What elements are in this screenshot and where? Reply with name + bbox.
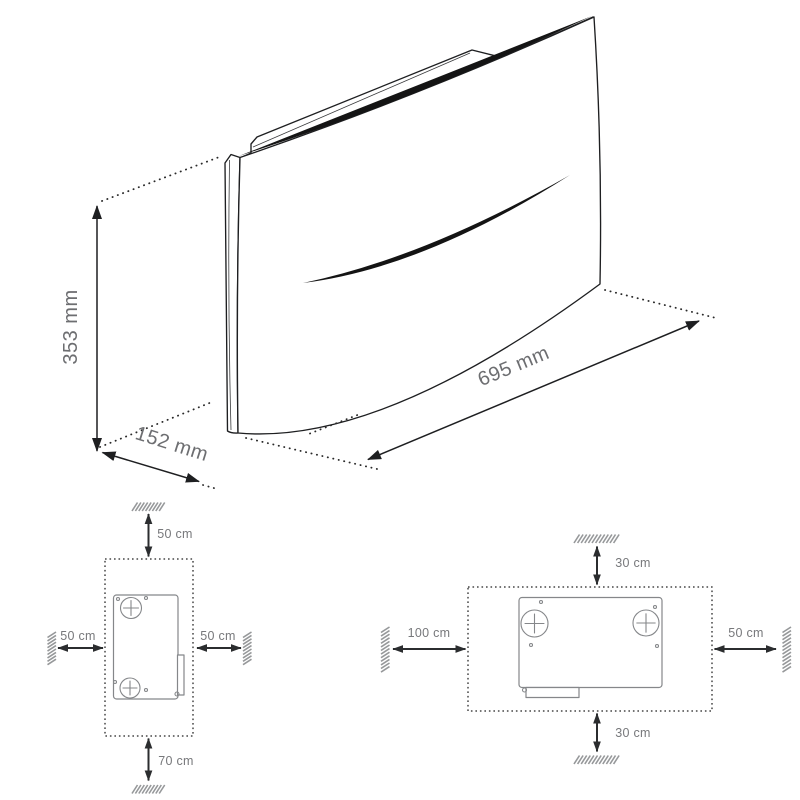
screw-hole bbox=[528, 642, 534, 648]
construction-line-depth-floor bbox=[245, 437, 378, 470]
clearance-boundary bbox=[467, 586, 713, 712]
wall-hatch-bottom bbox=[131, 784, 166, 794]
screw-hole bbox=[143, 687, 149, 693]
bracket-tab bbox=[525, 686, 580, 699]
depth-dimension-arrow bbox=[101, 451, 200, 483]
device-outline bbox=[112, 594, 179, 700]
construction-line-bottom-left bbox=[99, 401, 213, 448]
clearance-label-top: 30 cm bbox=[615, 556, 651, 570]
clearance-right: 50 cm bbox=[713, 626, 792, 673]
device-back-view-landscape bbox=[518, 596, 663, 699]
clearance-label-bottom: 30 cm bbox=[615, 726, 651, 740]
wall-hatch-left bbox=[47, 631, 57, 666]
clearance-label-left: 50 cm bbox=[60, 629, 96, 643]
depth-dimension: 152 mm bbox=[101, 422, 211, 483]
screw-hole bbox=[538, 599, 544, 605]
construction-line-floor-edge bbox=[309, 413, 361, 435]
clearance-left: 50 cm bbox=[47, 629, 104, 666]
clearance-diagram-portrait: 50 cm 50 cm 50 cm 70 cm bbox=[47, 502, 252, 794]
clearance-bottom: 30 cm bbox=[573, 712, 651, 765]
wall-hatch-right bbox=[782, 626, 792, 673]
mounting-keyhole-top bbox=[119, 596, 143, 620]
height-dimension-label: 353 mm bbox=[60, 289, 82, 364]
wall-hatch-top bbox=[131, 502, 166, 512]
device-back-view-portrait bbox=[112, 594, 185, 700]
wall-hatch-right bbox=[242, 631, 252, 666]
clearance-right: 50 cm bbox=[196, 629, 252, 666]
side-panel-inner-line bbox=[228, 159, 232, 431]
construction-line-top-left bbox=[101, 155, 223, 202]
screw-hole bbox=[652, 604, 658, 610]
construction-line-depth-ext bbox=[202, 484, 220, 491]
wall-hatch-left bbox=[380, 626, 390, 673]
screw-hole bbox=[112, 679, 118, 685]
depth-dimension-label: 152 mm bbox=[133, 422, 211, 466]
bracket-screw bbox=[521, 687, 528, 693]
isometric-product-view: 353 mm 152 mm 695 mm bbox=[60, 16, 717, 491]
wall-hatch-top bbox=[573, 534, 620, 544]
clearance-label-top: 50 cm bbox=[157, 527, 193, 541]
wall-hatch-bottom bbox=[573, 755, 620, 765]
mounting-keyhole-bottom bbox=[119, 677, 141, 699]
clearance-top: 30 cm bbox=[573, 534, 651, 586]
clearance-label-bottom: 70 cm bbox=[158, 754, 194, 768]
clearance-label-left: 100 cm bbox=[408, 626, 451, 640]
height-dimension: 353 mm bbox=[60, 205, 102, 452]
screw-hole bbox=[143, 595, 149, 601]
clearance-label-right: 50 cm bbox=[728, 626, 764, 640]
bracket-tab bbox=[176, 654, 185, 696]
screw-hole bbox=[115, 596, 121, 602]
clearance-bottom: 70 cm bbox=[131, 737, 194, 794]
construction-line-bottom-right bbox=[604, 289, 717, 319]
clearance-left: 100 cm bbox=[380, 626, 467, 673]
clearance-label-right: 50 cm bbox=[200, 629, 236, 643]
top-panel-inner-edge bbox=[252, 52, 471, 148]
clearance-top: 50 cm bbox=[131, 502, 193, 558]
bracket-screw bbox=[174, 691, 180, 697]
mounting-keyhole-left bbox=[520, 609, 549, 638]
screw-hole bbox=[654, 643, 660, 649]
clearance-boundary bbox=[104, 558, 194, 737]
width-dimension-arrow bbox=[367, 320, 700, 461]
mounting-keyhole-right bbox=[632, 609, 660, 637]
device-outline bbox=[518, 596, 663, 689]
clearance-diagram-landscape: 30 cm 100 cm 50 cm 30 cm bbox=[380, 534, 792, 765]
